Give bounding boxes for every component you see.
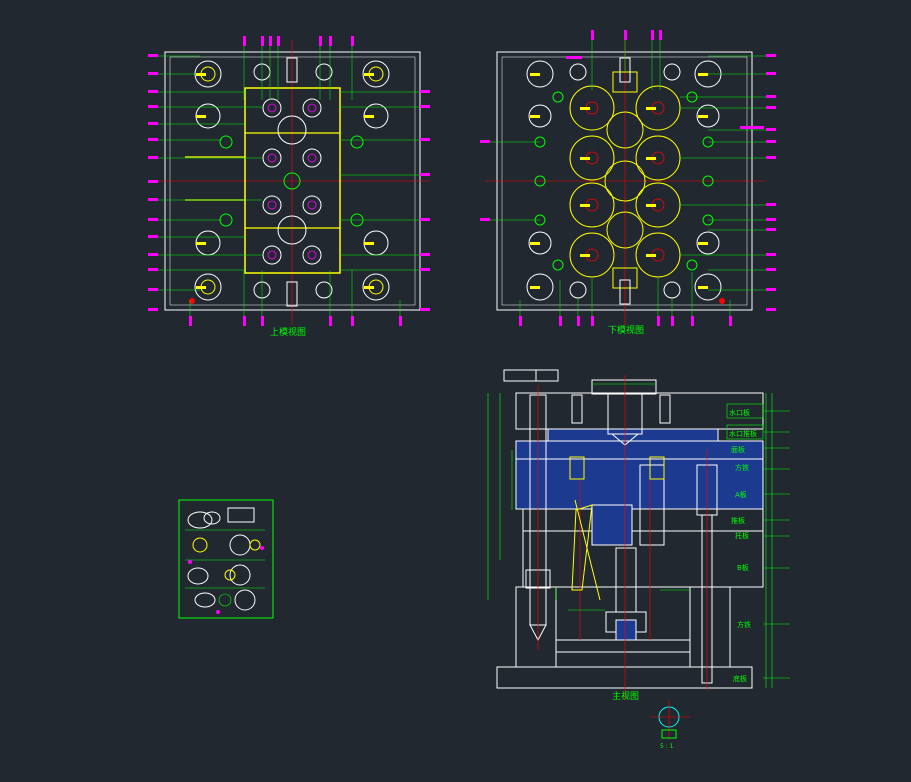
lower-mold-view <box>485 30 768 325</box>
detail-scale: 5 : 1 <box>660 743 674 750</box>
upper-mold-view <box>150 40 430 325</box>
label-b-plate: B板 <box>737 563 749 572</box>
main-view-caption: 主视图 <box>612 690 639 702</box>
label-support: 托板 <box>735 531 749 540</box>
label-nozzle-plate: 水口板 <box>729 408 750 417</box>
lower-mold-caption: 下模视图 <box>608 324 644 336</box>
main-section-view <box>487 369 790 740</box>
dimension-annotation-marks <box>148 30 776 326</box>
parts-detail-panel <box>178 499 274 619</box>
label-nozzle-strip: 水口推板 <box>729 429 757 438</box>
label-spacer-top: 方铁 <box>735 463 749 472</box>
yellow-annotation-marks <box>196 73 708 289</box>
label-spacer: 方铁 <box>737 620 751 629</box>
label-top-plate: 面板 <box>731 445 745 454</box>
label-bottom-plate: 底板 <box>733 674 747 683</box>
label-a-plate: A板 <box>735 490 747 499</box>
upper-mold-caption: 上模视图 <box>270 326 306 338</box>
label-strip-plate: 推板 <box>731 516 745 525</box>
